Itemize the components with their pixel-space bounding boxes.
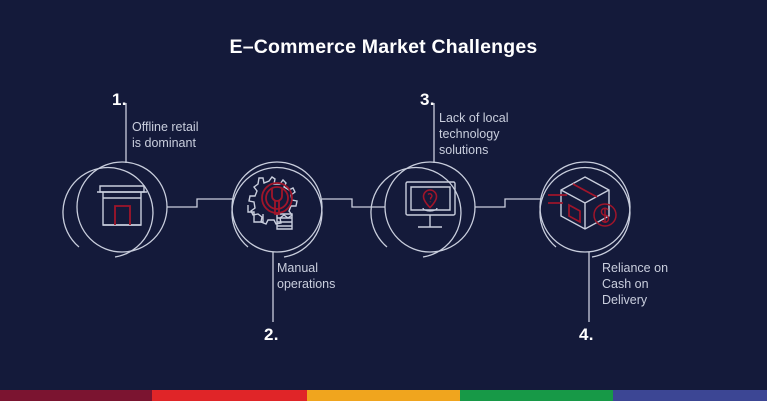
node-4-group [539,161,631,258]
pin-base-shadow [422,207,438,212]
monitor-location-pin-icon [405,181,456,228]
node-3-circle [384,161,476,253]
connector-1-2 [167,198,233,208]
color-bar-segment-blue [613,390,767,401]
gear-wrench-icon [247,176,298,230]
package-dollar-icon [560,176,610,230]
color-bar-segment-red [152,390,307,401]
bottom-color-bar [0,390,767,401]
connector-3-4 [475,198,541,208]
node-2-group [231,161,323,258]
step-number-2: 2. [264,325,279,344]
location-pin-accent [422,189,438,209]
step-label-1: Offline retail is dominant [132,120,199,150]
gear-wrench-accent [261,182,293,215]
package-accent-lines [548,183,598,224]
page-title: E–Commerce Market Challenges [229,36,538,58]
step-number-1: 1. [112,90,127,109]
step-number-4: 4. [579,325,594,344]
node-3-arc [370,166,462,258]
node-1-group [62,161,168,258]
node-3-group [370,161,476,258]
node-1-arc [62,166,154,258]
node-4-arc [539,166,631,258]
color-bar-segment-green [460,390,613,401]
storefront-icon [97,185,147,226]
step-label-3: Lack of local technology solutions [439,111,509,157]
color-bar-segment-maroon [0,390,152,401]
node-2-circle [231,161,323,253]
color-bar-segment-orange [307,390,460,401]
dollar-badge [593,203,617,227]
node-1-circle [76,161,168,253]
step-number-3: 3. [420,90,435,109]
step-label-4: Reliance on Cash on Delivery [602,261,669,307]
step-label-2: Manual operations [277,261,336,291]
connector-2-3 [322,198,385,208]
node-2-arc [231,166,323,258]
storefront-door [114,205,131,225]
